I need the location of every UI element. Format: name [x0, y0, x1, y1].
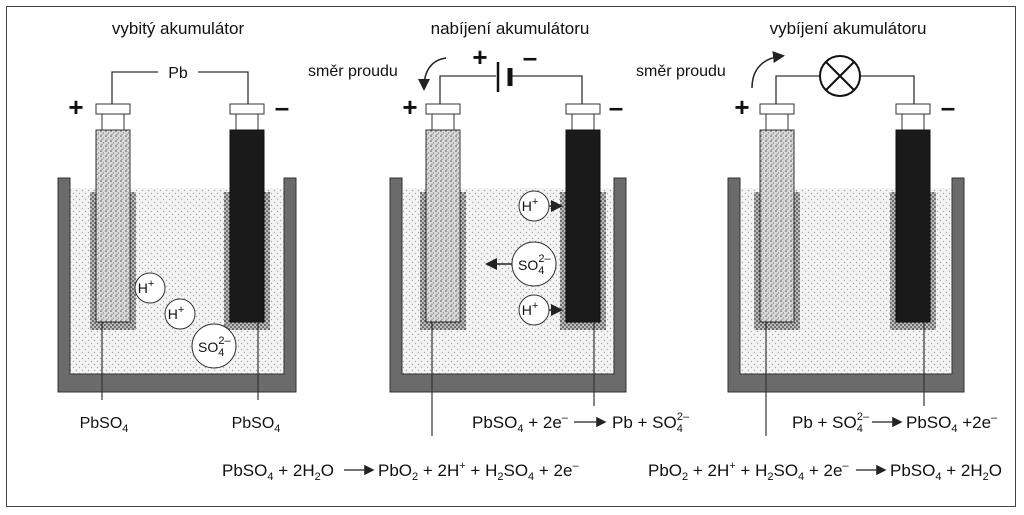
wire — [198, 71, 249, 104]
ion-h-plus: H+ — [518, 190, 550, 222]
terminal-cap — [425, 103, 461, 115]
negative-sign: – — [941, 92, 955, 122]
panel-discharging: vybíjení akumulátoru směr proudu + – Pb … — [636, 19, 998, 436]
wire — [111, 71, 158, 104]
svg-text:PbSO4 +2e–: PbSO4 +2e– — [906, 412, 998, 435]
negative-sign: – — [275, 92, 289, 122]
panel-charging: nabíjení akumulátoru směr proudu + – + –… — [308, 19, 690, 436]
terminal-neck — [431, 113, 455, 131]
svg-text:H+: H+ — [522, 196, 539, 214]
battery-minus: – — [523, 42, 537, 72]
vessel — [727, 177, 965, 393]
anode-equation-charging: PbSO4 + 2H2O PbO2 + 2H+ + H2SO4 + 2e– — [222, 460, 579, 483]
svg-text:PbO2 + 2H+ + H2SO4 + 2e–: PbO2 + 2H+ + H2SO4 + 2e– — [378, 460, 579, 483]
svg-text:PbSO4 + 2H2O: PbSO4 + 2H2O — [890, 461, 1002, 483]
terminal-neck — [101, 113, 125, 131]
electrode-label: PbSO4 — [232, 415, 281, 435]
negative-plate — [229, 129, 265, 323]
figure-frame — [6, 6, 1016, 507]
current-direction-label: směr proudu — [636, 63, 726, 80]
panel-discharged: vybitý akumulátor Pb + – H+ H+ — [57, 19, 297, 435]
terminal-neck — [765, 113, 789, 131]
positive-plate — [95, 129, 131, 323]
ion-sulfate: SO42– — [511, 241, 557, 287]
terminal-cap — [759, 103, 795, 115]
vessel — [389, 177, 627, 393]
terminal-cap — [229, 103, 265, 115]
wire — [860, 75, 915, 104]
cathode-equation-discharging: Pb + SO42– PbSO4 +2e– — [792, 411, 998, 435]
lamp-icon — [819, 55, 861, 97]
vessel — [57, 177, 297, 393]
negative-plate — [895, 129, 931, 323]
positive-plate — [759, 129, 795, 323]
panel-title: nabíjení akumulátoru — [431, 19, 590, 38]
positive-sign: + — [68, 92, 83, 122]
positive-sign: + — [402, 92, 417, 122]
anode-equation-discharging: PbO2 + 2H+ + H2SO4 + 2e– PbSO4 + 2H2O — [648, 460, 1002, 483]
svg-text:Pb + SO42–: Pb + SO42– — [612, 411, 690, 435]
terminal-cap — [95, 103, 131, 115]
ion-h-plus: H+ — [518, 294, 550, 326]
positive-sign: + — [734, 92, 749, 122]
wire — [439, 75, 496, 104]
svg-text:H+: H+ — [522, 300, 539, 318]
cathode-equation-charging: PbSO4 + 2e– Pb + SO42– — [472, 411, 690, 435]
svg-text:PbO2 + 2H+ + H2SO4 + 2e–: PbO2 + 2H+ + H2SO4 + 2e– — [648, 460, 849, 483]
panel-title: vybíjení akumulátoru — [770, 19, 927, 38]
panel-title: vybitý akumulátor — [112, 19, 245, 38]
positive-plate — [425, 129, 461, 323]
svg-text:SO42–: SO42– — [198, 335, 231, 359]
svg-text:PbSO4 + 2H2O: PbSO4 + 2H2O — [222, 461, 334, 483]
current-arrow — [751, 51, 785, 89]
current-direction-label: směr proudu — [308, 63, 398, 80]
current-arrow — [418, 57, 447, 91]
negative-plate — [565, 129, 601, 323]
ion-h-plus: H+ — [134, 272, 166, 304]
ion-h-plus: H+ — [164, 298, 196, 330]
terminal-neck — [235, 113, 259, 131]
svg-text:Pb + SO42–: Pb + SO42– — [792, 411, 870, 435]
wire — [775, 75, 820, 104]
ion-sulfate: SO42– — [191, 323, 237, 369]
battery-plus: + — [472, 42, 487, 72]
terminal-neck — [901, 113, 925, 131]
terminal-cap — [565, 103, 601, 115]
terminal-cap — [895, 103, 931, 115]
svg-text:H+: H+ — [138, 278, 155, 296]
wire — [512, 75, 583, 104]
svg-text:PbSO4 + 2e–: PbSO4 + 2e– — [472, 412, 569, 435]
electrode-label: PbSO4 — [80, 415, 129, 435]
svg-text:H+: H+ — [168, 304, 185, 322]
wire-label: Pb — [168, 65, 188, 82]
negative-sign: – — [609, 92, 623, 122]
svg-text:SO42–: SO42– — [518, 253, 551, 277]
terminal-neck — [571, 113, 595, 131]
